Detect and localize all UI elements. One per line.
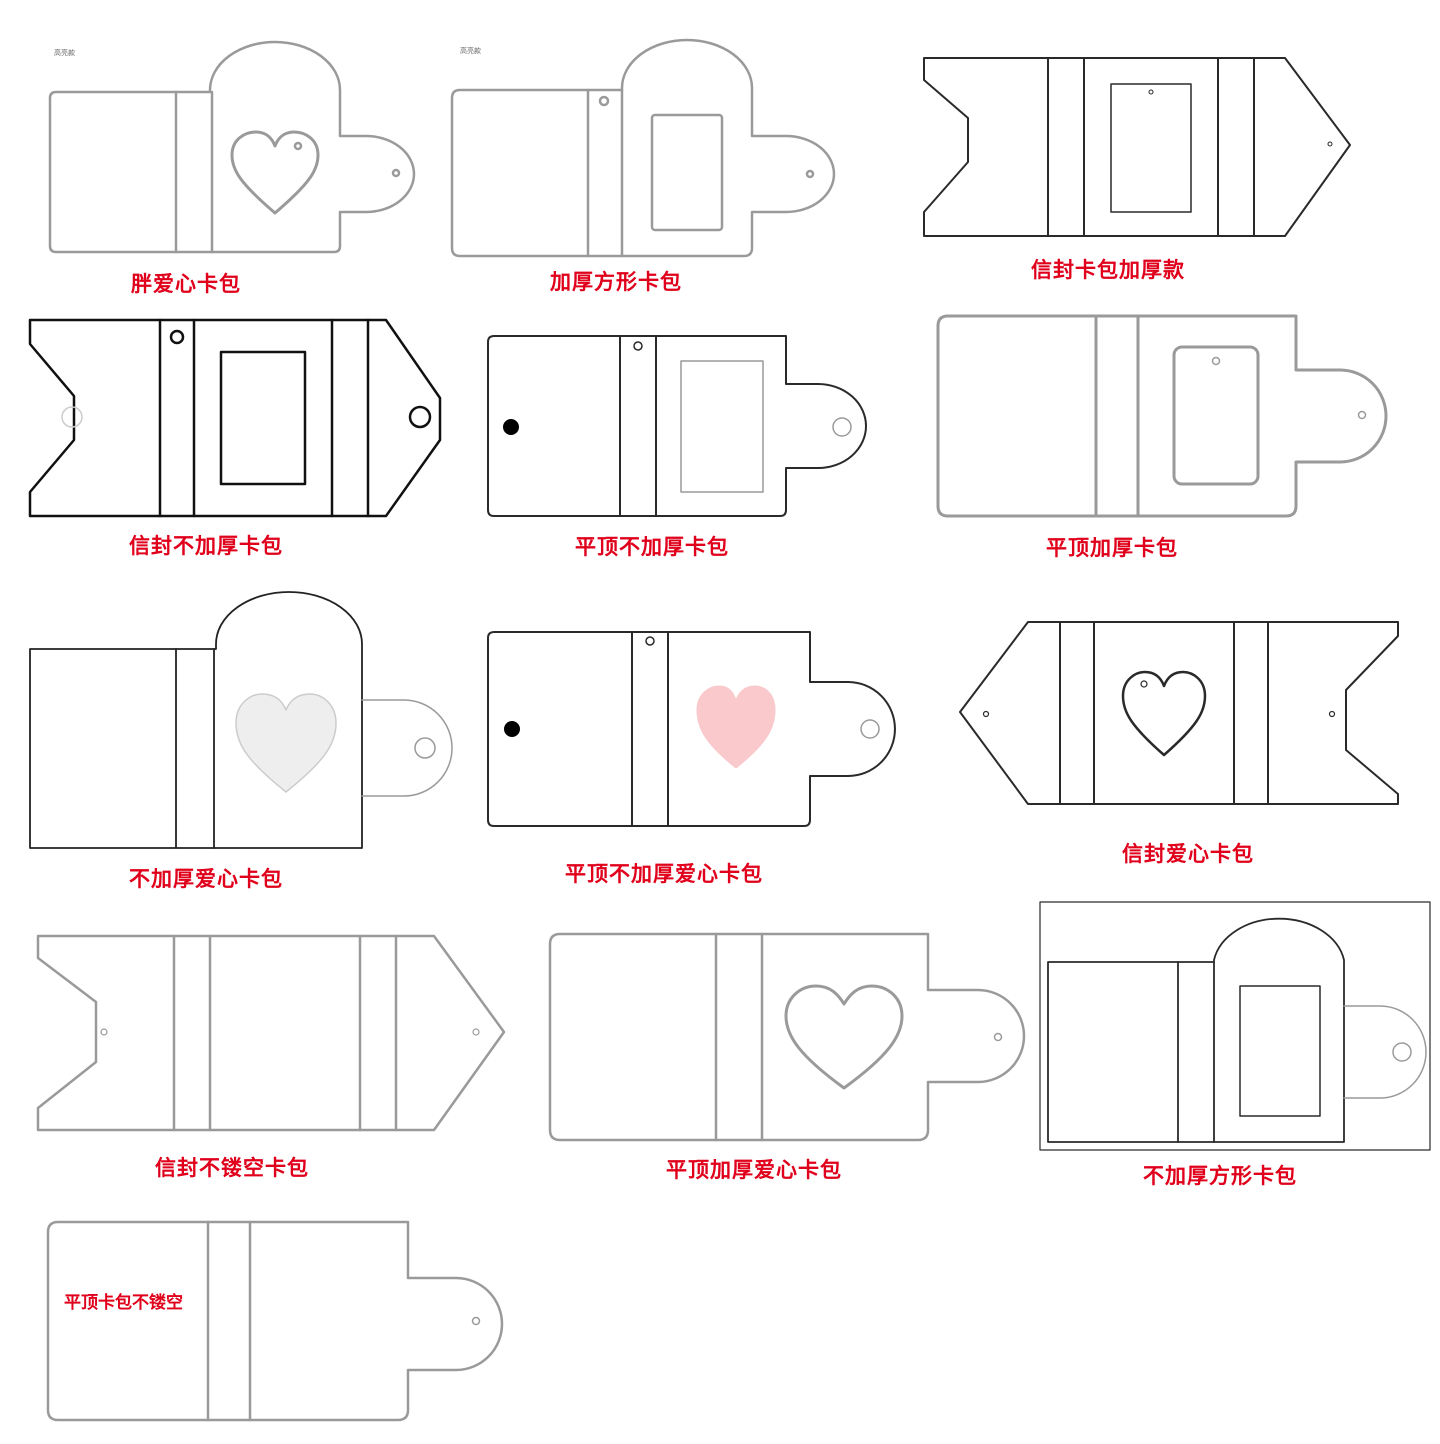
template-7-heart-thin	[29, 591, 453, 849]
template-1-label: 胖爱心卡包	[131, 272, 241, 296]
template-1-fat-heart	[48, 40, 416, 254]
template-8-label: 平顶不加厚爱心卡包	[565, 862, 763, 886]
template-5-label: 平顶不加厚卡包	[575, 535, 729, 559]
template-6-label: 平顶加厚卡包	[1046, 536, 1178, 560]
template-9-envelope-heart	[959, 621, 1399, 805]
template-11-label: 平顶加厚爱心卡包	[666, 1158, 842, 1182]
template-3-label: 信封卡包加厚款	[1031, 258, 1185, 282]
template-10-envelope-solid	[36, 934, 506, 1132]
template-10-label: 信封不镂空卡包	[155, 1156, 309, 1180]
template-4-label: 信封不加厚卡包	[129, 534, 283, 558]
template-4-envelope-thin	[28, 318, 442, 518]
template-2-label: 加厚方形卡包	[550, 270, 682, 294]
template-5-flat-top-thin	[487, 335, 867, 517]
template-13-inner-label: 平顶卡包不镂空	[64, 1293, 183, 1313]
template-3-envelope-thick	[923, 57, 1351, 237]
template-6-flat-top-thick	[936, 314, 1388, 518]
template-1-small-note: 高亮款	[54, 49, 75, 57]
template-12-square-thin	[1039, 901, 1431, 1151]
template-7-label: 不加厚爱心卡包	[129, 867, 283, 891]
template-2-small-note: 高亮款	[460, 47, 481, 55]
template-8-flat-heart-thin	[487, 631, 896, 827]
template-13-flat-solid	[46, 1220, 504, 1422]
template-9-label: 信封爱心卡包	[1122, 842, 1254, 866]
template-11-flat-heart-thick	[548, 932, 1026, 1142]
template-12-label: 不加厚方形卡包	[1143, 1164, 1297, 1188]
template-2-thick-square	[450, 38, 836, 258]
